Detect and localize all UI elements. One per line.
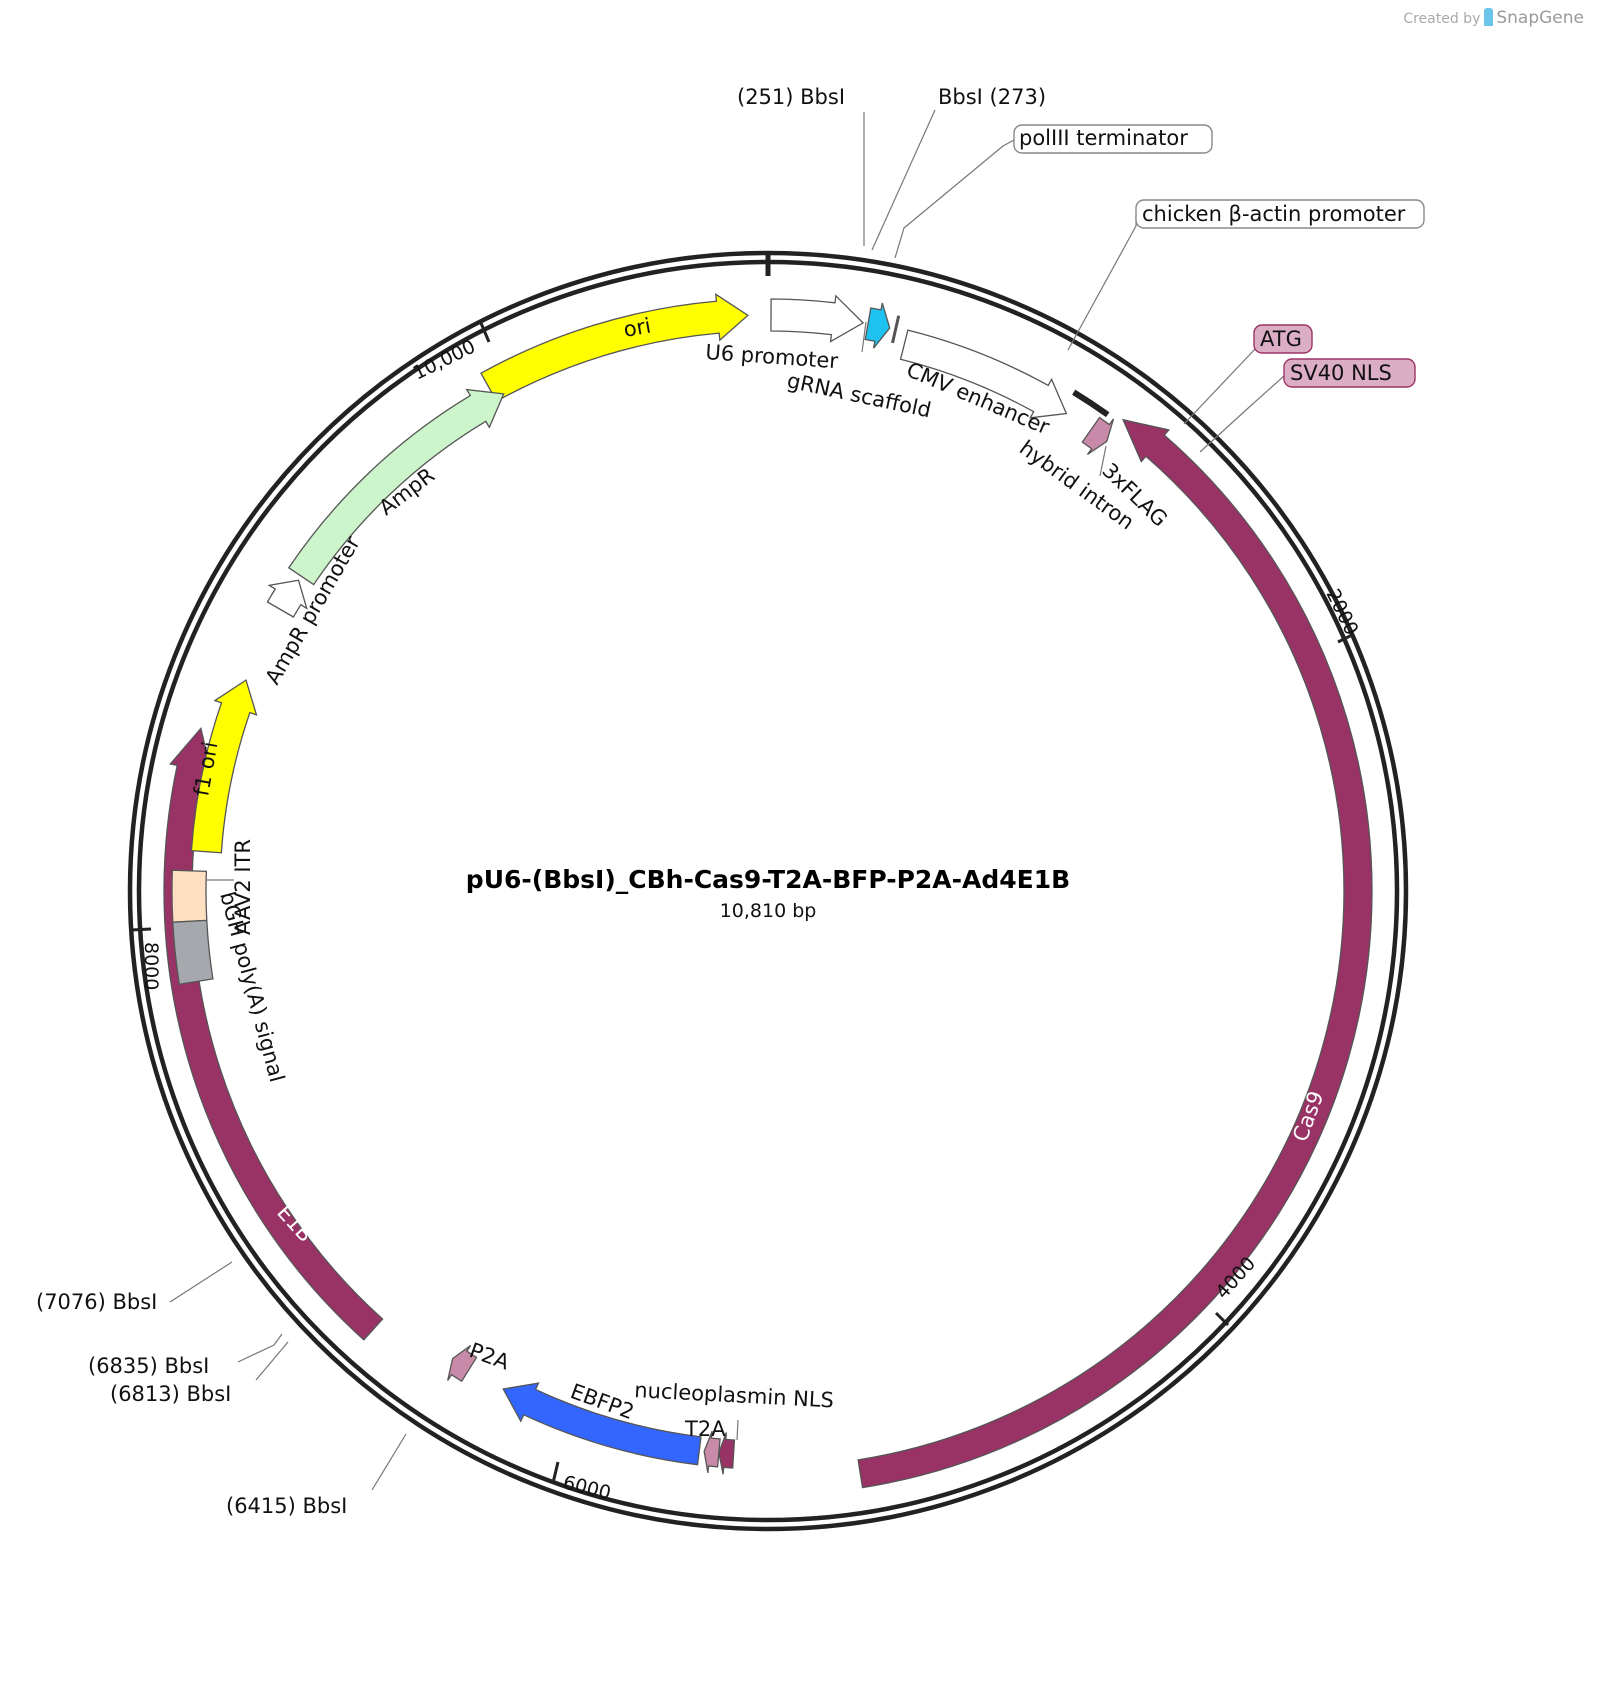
callout-poliii-text: polIII terminator xyxy=(1019,126,1188,150)
lead-sv40-nls xyxy=(1199,375,1285,453)
lead-bbsi-6835 xyxy=(237,1333,283,1363)
callout-poliii-terminator xyxy=(1013,124,1213,154)
label-u6-promoter: U6 promoter xyxy=(705,340,840,373)
callout-atg xyxy=(1253,324,1313,354)
lead-bbsi-6813 xyxy=(255,1341,289,1381)
feature-p2a xyxy=(447,1344,478,1383)
feature-ori xyxy=(480,292,749,403)
tick-label-8000: 8000 xyxy=(140,942,162,990)
callout-sv40-nls xyxy=(1283,358,1416,388)
feature-grna-scaffold xyxy=(864,302,891,349)
feature-u6-promoter xyxy=(770,294,865,343)
feature-aav2-itr xyxy=(171,869,208,923)
tick-label-6000: 6000 xyxy=(561,1472,613,1505)
callout-sv40-text: SV40 NLS xyxy=(1290,361,1392,385)
feature-cmv-enhancer xyxy=(899,329,1068,419)
feature-ampr-promoter xyxy=(266,579,308,618)
lead-hybrid-intron xyxy=(1099,445,1107,477)
lead-bbsi-273 xyxy=(871,109,936,251)
backbone-outer-ring xyxy=(127,250,1409,1532)
lead-grna xyxy=(861,321,867,353)
feature-f1-ori xyxy=(190,679,258,854)
feature-ampr xyxy=(287,388,505,586)
lead-bbsi-6415 xyxy=(371,1433,407,1491)
callout-atg-text: ATG xyxy=(1260,327,1302,351)
site-bbsi-7076: (7076) BbsI xyxy=(36,1290,157,1314)
lead-cba-promoter xyxy=(1067,214,1137,351)
feature-arcs xyxy=(163,292,1373,1489)
label-p2a: P2A xyxy=(466,1338,513,1375)
plasmid-name: pU6-(BbsI)_CBh-Cas9-T2A-BFP-P2A-Ad4E1B xyxy=(466,865,1070,894)
site-bbsi-6813: (6813) BbsI xyxy=(110,1382,231,1406)
tick-6000 xyxy=(551,1461,560,1484)
feature-nucleoplasmin-nls xyxy=(718,1432,736,1475)
snapgene-brand: SnapGene xyxy=(1496,8,1584,28)
lead-poliii xyxy=(894,139,1015,259)
site-bbsi-273: BbsI (273) xyxy=(938,85,1046,109)
tick-8000 xyxy=(130,927,152,932)
tick-4000 xyxy=(1214,1311,1230,1327)
plasmid-size: 10,810 bp xyxy=(720,900,817,922)
feature-e1b xyxy=(163,726,384,1341)
feature-bgh-polya xyxy=(172,919,214,985)
tick-2000 xyxy=(1337,632,1355,644)
callout-cba-text: chicken β-actin promoter xyxy=(1142,202,1406,226)
feature-cas9 xyxy=(857,418,1373,1489)
feature-t2a xyxy=(703,1430,721,1474)
created-by-text: Created by xyxy=(1403,11,1481,27)
site-bbsi-251: (251) BbsI xyxy=(737,85,845,109)
label-aav2-itr: AAV2 ITR xyxy=(231,839,255,935)
tick-10000 xyxy=(479,322,491,343)
snapgene-logo-icon xyxy=(1484,8,1494,26)
label-ori: ori xyxy=(622,314,653,342)
tick-label-2000: 2000 xyxy=(1322,586,1363,639)
label-nucleoplasmin-nls: nucleoplasmin NLS xyxy=(634,1378,835,1412)
position-ticks xyxy=(130,254,1355,1484)
feature-ebfp2 xyxy=(502,1382,702,1466)
label-t2a: T2A xyxy=(684,1417,726,1441)
feature-poliii-terminator xyxy=(891,315,901,344)
lead-nucleoplasmin-nls xyxy=(736,1419,739,1441)
feature-hybrid-intron xyxy=(1072,389,1110,418)
lead-bbsi-7076 xyxy=(169,1261,233,1303)
site-bbsi-6415: (6415) BbsI xyxy=(226,1494,347,1518)
site-bbsi-6835: (6835) BbsI xyxy=(88,1354,209,1378)
callout-chicken-b-actin-promoter xyxy=(1135,199,1425,229)
snapgene-credit: Created by SnapGene xyxy=(1403,8,1584,28)
feature-3xflag xyxy=(1081,416,1115,455)
